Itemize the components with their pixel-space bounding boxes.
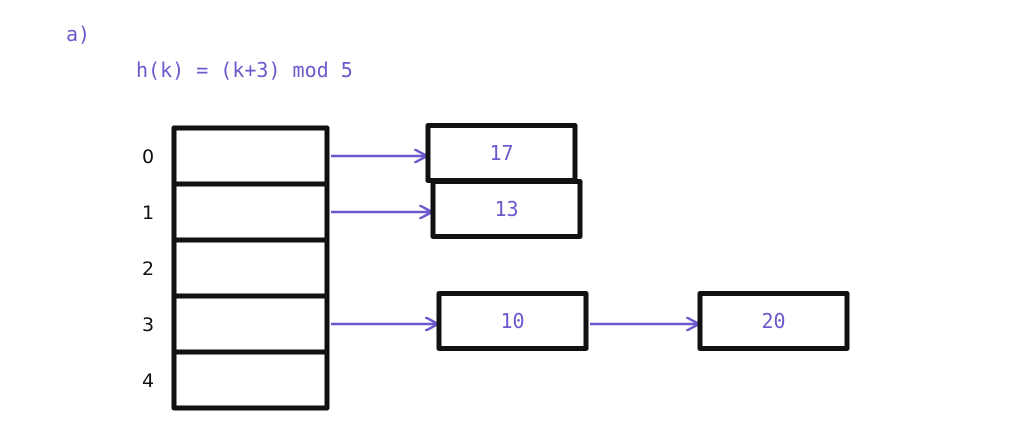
chain-node-box — [436, 291, 589, 351]
chain-node-value: 10 — [500, 309, 524, 333]
hash-slot-0 — [171, 125, 330, 187]
hash-function-formula: h(k) = (k+3) mod 5 — [136, 58, 353, 82]
chain-node-value: 17 — [489, 141, 513, 165]
chain-arrows — [331, 156, 698, 324]
slot-index-label: 3 — [142, 314, 154, 336]
slot-index-label: 2 — [142, 258, 154, 280]
hash-slot-2 — [171, 237, 330, 299]
chain-node-box — [697, 291, 850, 351]
slot-index-label: 0 — [142, 146, 154, 168]
chain-node-value: 13 — [494, 197, 518, 221]
hash-slot-3 — [171, 293, 330, 355]
slot-index-label: 4 — [142, 370, 154, 392]
slot-index-label: 1 — [142, 202, 154, 224]
chain-node-value: 20 — [761, 309, 785, 333]
part-label: a) — [66, 22, 91, 46]
chain-node-box — [430, 179, 583, 239]
chain-nodes: 17 13 10 20 — [425, 123, 850, 351]
hash-table-slots: 0 1 2 3 4 — [142, 125, 330, 411]
hash-slot-1 — [171, 181, 330, 243]
hash-slot-4 — [171, 349, 330, 411]
